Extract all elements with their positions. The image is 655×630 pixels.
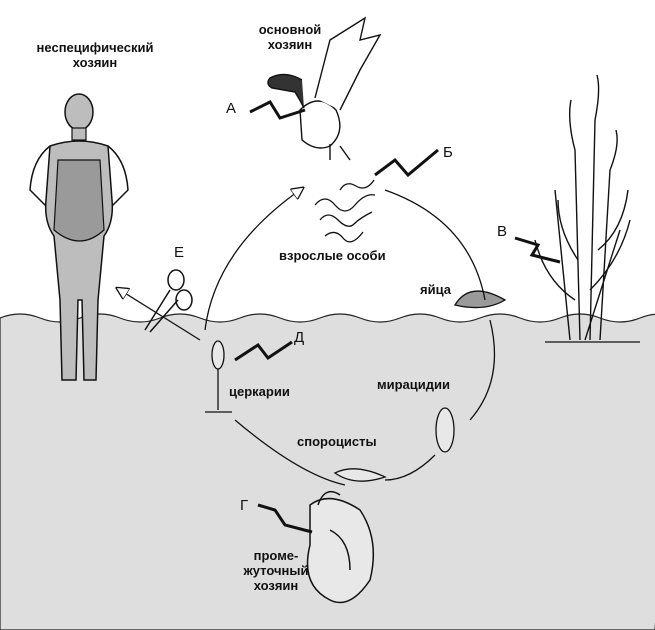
intermediate-host-line1: проме- — [233, 548, 319, 563]
intermediate-host-line2: жуточный — [233, 563, 319, 578]
letter-g: Г — [240, 498, 248, 514]
letter-a: А — [226, 101, 236, 117]
letter-v: В — [497, 224, 507, 240]
definitive-host-line1: основной — [245, 22, 335, 37]
sporocysts-label: спороцисты — [297, 434, 377, 449]
adult-worms — [315, 180, 375, 242]
cercariae-label: церкарии — [229, 384, 290, 399]
miracidium — [436, 408, 454, 452]
letter-d: Д — [294, 330, 304, 346]
nonspecific-host-line2: хозяин — [20, 55, 170, 70]
adults-label: взрослые особи — [279, 248, 386, 263]
reed-plant — [535, 75, 640, 342]
intermediate-host-label: проме- жуточный хозяин — [233, 548, 319, 593]
definitive-host-label: основной хозяин — [245, 22, 335, 52]
egg — [455, 291, 505, 307]
definitive-host-line2: хозяин — [245, 37, 335, 52]
letter-b: Б — [443, 145, 453, 161]
eggs-label: яйца — [420, 282, 451, 297]
nonspecific-host-line1: неспецифический — [20, 40, 170, 55]
letter-e: Е — [174, 245, 184, 261]
intermediate-host-line3: хозяин — [233, 578, 319, 593]
nonspecific-host-label: неспецифический хозяин — [20, 40, 170, 70]
miracidia-label: мирацидии — [377, 377, 450, 392]
